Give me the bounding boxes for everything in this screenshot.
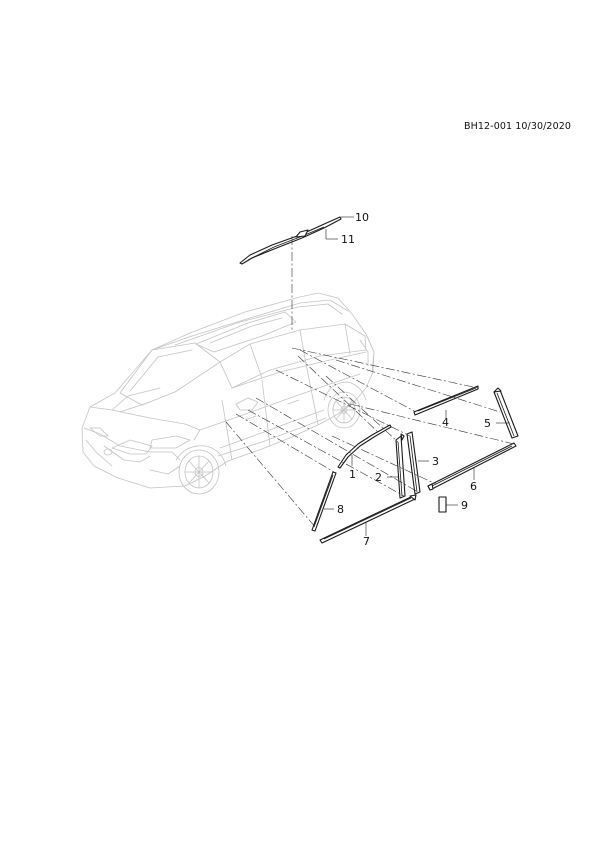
diagram-code: BH12-001 10/30/2020	[464, 121, 571, 132]
callout-7: 7	[363, 535, 370, 548]
callout-8: 8	[337, 503, 344, 516]
callout-3: 3	[432, 455, 439, 468]
parts	[239, 216, 519, 544]
part-front-door-belt-molding[interactable]	[319, 494, 417, 544]
assembly-lines	[225, 236, 515, 529]
callout-2: 2	[375, 471, 382, 484]
part-rear-door-upper-molding[interactable]	[413, 385, 479, 416]
callout-11: 11	[341, 233, 355, 246]
part-a-pillar-molding[interactable]	[311, 471, 337, 532]
part-roof-molding[interactable]	[239, 216, 342, 265]
leader-lines	[324, 216, 510, 536]
callout-1: 1	[349, 468, 356, 481]
callout-4: 4	[442, 416, 449, 429]
part-c-pillar-applique[interactable]	[493, 387, 519, 439]
callout-6: 6	[470, 480, 477, 493]
vehicle-illustration	[81, 292, 375, 495]
callout-labels: 10 11 1 2 3 4 5 6 7 8 9	[337, 211, 491, 548]
part-rear-door-belt-molding[interactable]	[427, 442, 517, 491]
callout-5: 5	[484, 417, 491, 430]
part-clip[interactable]	[438, 496, 447, 513]
part-b-pillar-applique-front[interactable]	[395, 433, 406, 499]
part-front-door-upper-molding[interactable]	[337, 424, 392, 469]
callout-10: 10	[355, 211, 369, 224]
callout-9: 9	[461, 499, 468, 512]
part-b-pillar-applique-rear[interactable]	[406, 431, 421, 495]
